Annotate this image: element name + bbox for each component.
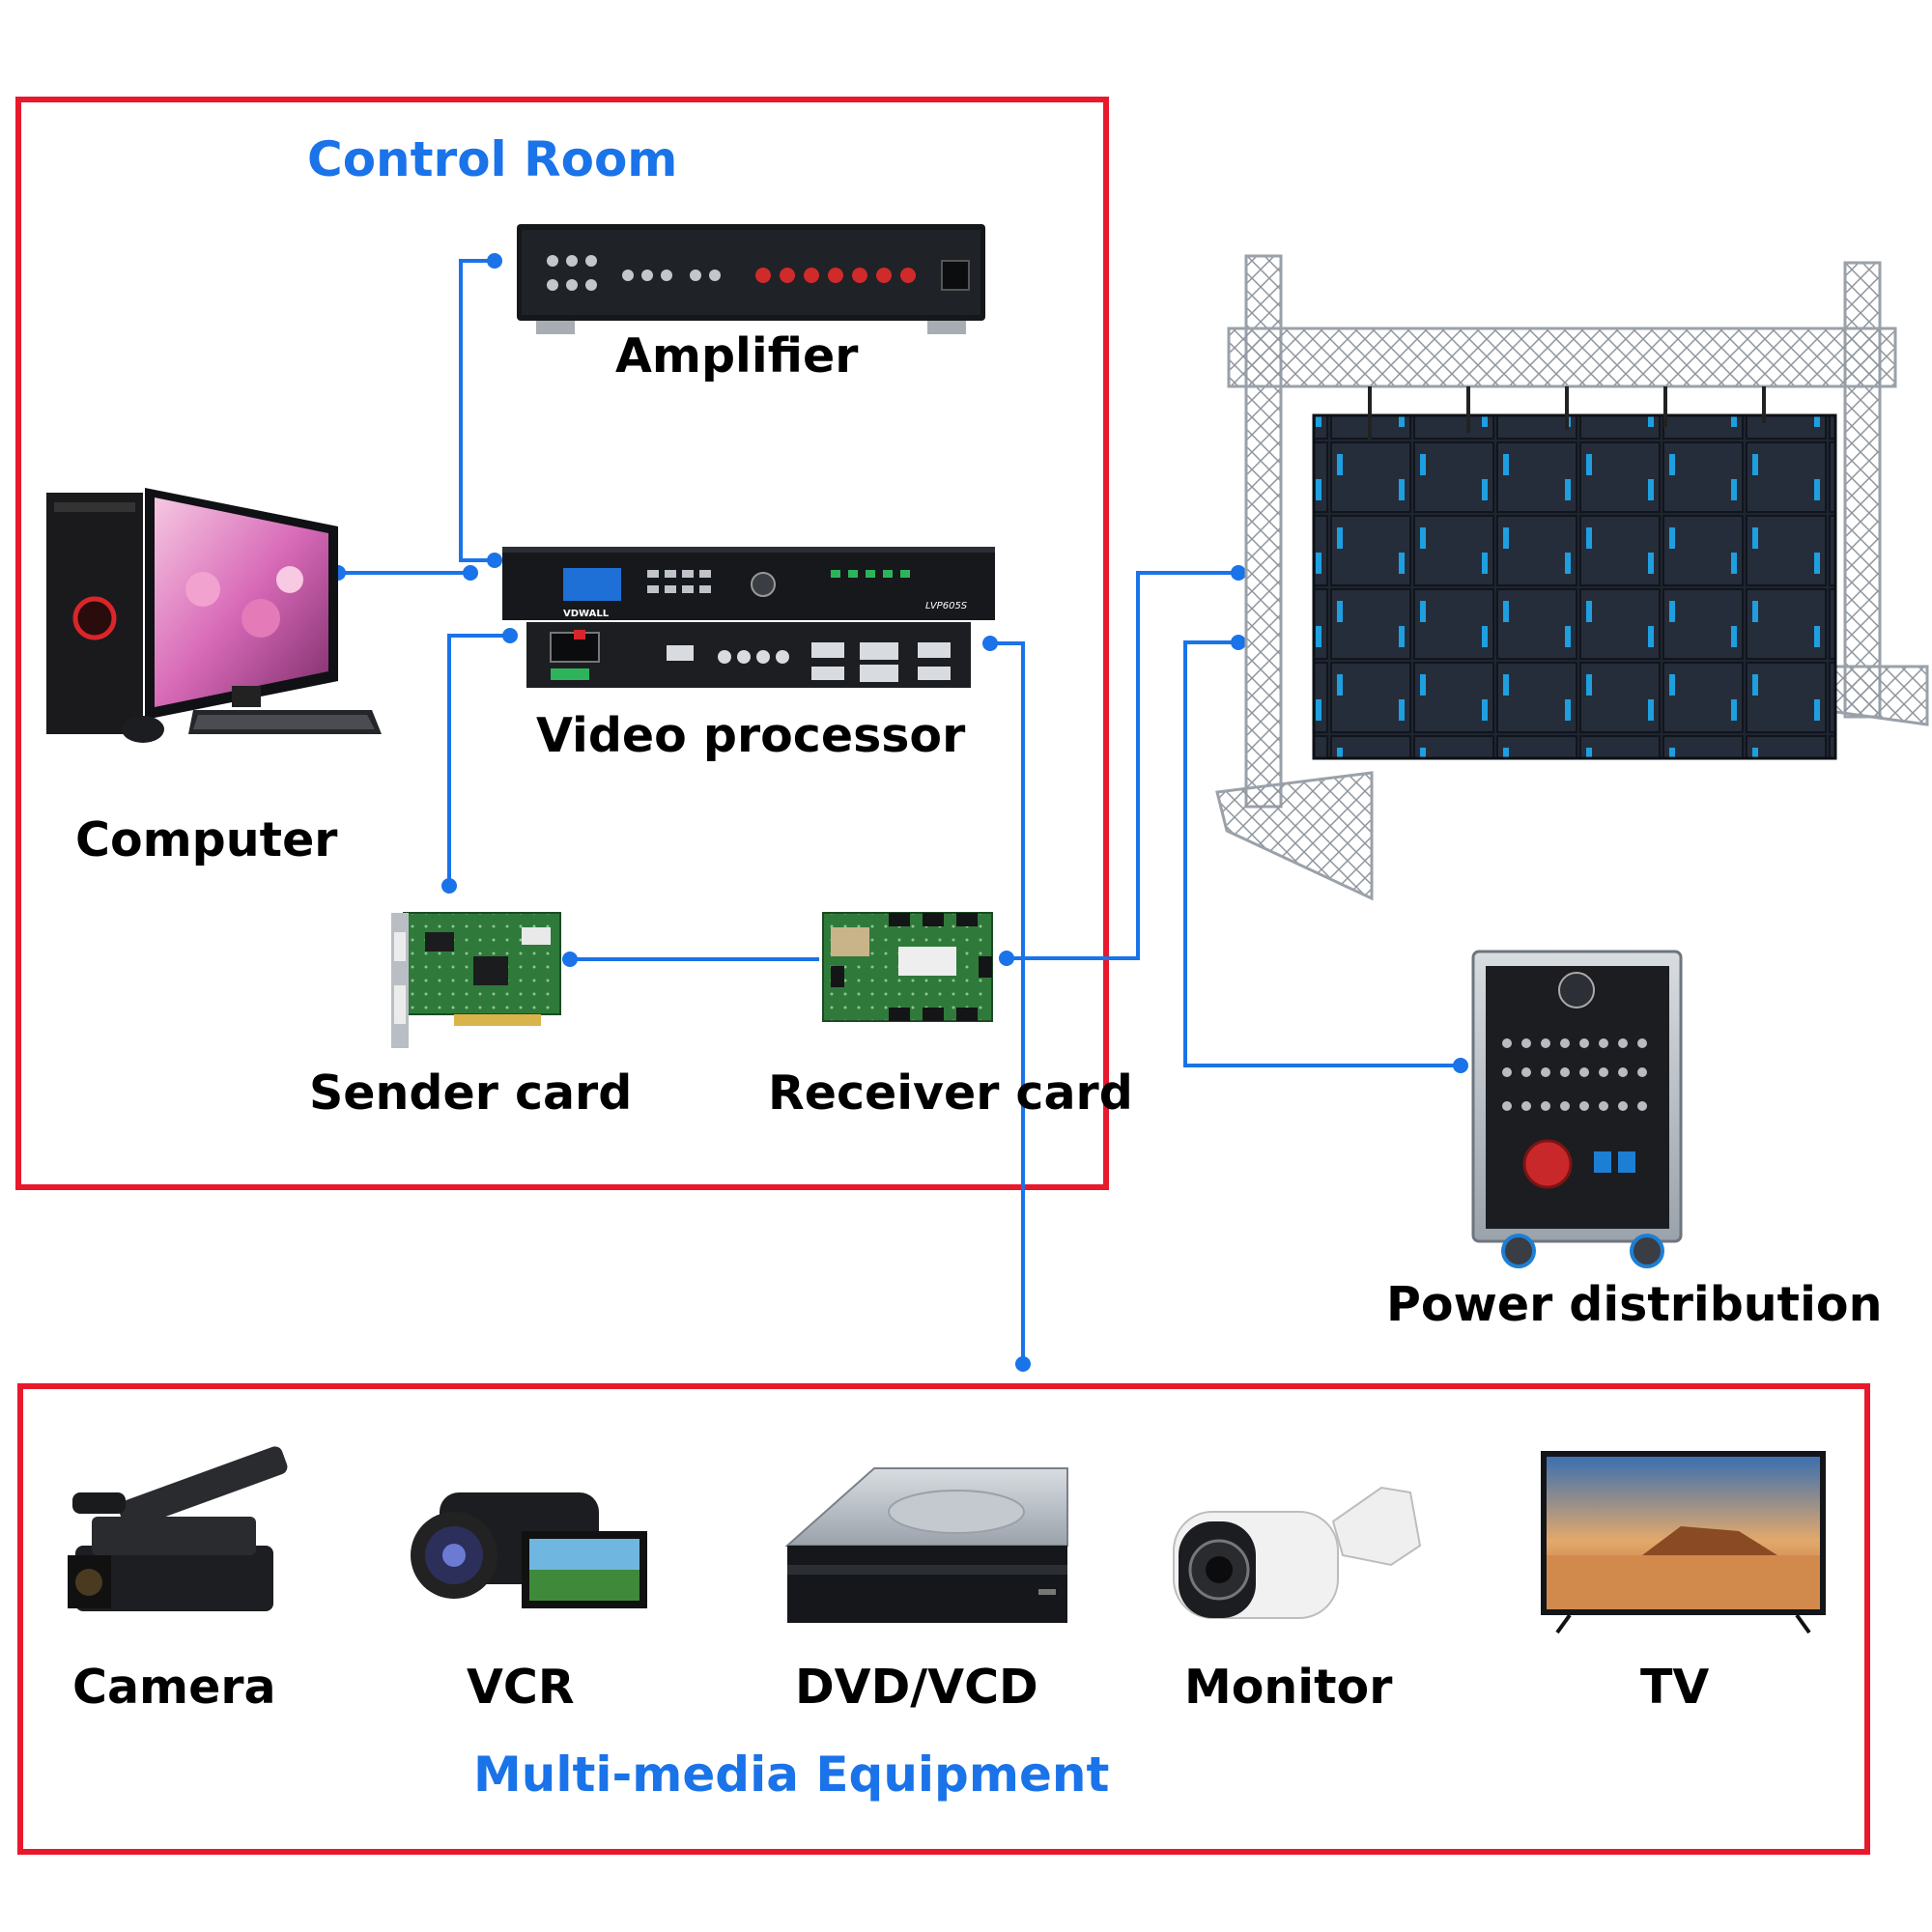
multimedia-frame <box>17 1383 1870 1855</box>
video-processor-image: VDWALL LVP605S <box>502 547 995 688</box>
led-screen-image <box>1215 254 1929 901</box>
vcr-image <box>411 1492 647 1608</box>
receiver-card-image <box>822 912 993 1022</box>
camera-image <box>68 1446 288 1611</box>
media-item-dvd: DVD/VCD <box>795 1660 1038 1715</box>
line-processor-to-multimedia <box>990 641 1025 1364</box>
amplifier-image <box>517 224 985 334</box>
line-screen-to-power <box>1183 640 1461 1067</box>
control-room-frame <box>15 97 1109 1190</box>
sender-card-image <box>391 912 561 1048</box>
media-item-vcr: VCR <box>467 1660 575 1715</box>
sender-card-label: Sender card <box>309 1065 633 1121</box>
line-processor-to-sender <box>447 634 510 886</box>
media-item-camera: Camera <box>72 1660 276 1715</box>
line-receiver-to-screen <box>1007 571 1238 960</box>
media-item-monitor: Monitor <box>1184 1660 1393 1715</box>
control-room-title: Control Room <box>307 131 678 187</box>
amplifier-label: Amplifier <box>615 328 859 384</box>
power-distribution-label: Power distribution <box>1386 1277 1883 1332</box>
processor-brand-text: VDWALL <box>563 609 610 619</box>
receiver-card-label: Receiver card <box>768 1065 1133 1121</box>
connector-lines <box>338 259 1461 1364</box>
power-distribution-image <box>1471 950 1683 1268</box>
processor-model-text: LVP605S <box>925 601 968 611</box>
computer-image <box>46 488 382 743</box>
line-amplifier-to-processor <box>459 259 495 562</box>
video-processor-label: Video processor <box>536 708 966 763</box>
tv-image <box>1541 1451 1826 1634</box>
multimedia-title: Multi-media Equipment <box>473 1747 1110 1803</box>
security-camera-image <box>1173 1486 1422 1619</box>
dvd-drive-image <box>784 1467 1068 1623</box>
computer-label: Computer <box>75 812 338 867</box>
media-item-tv: TV <box>1640 1660 1710 1715</box>
